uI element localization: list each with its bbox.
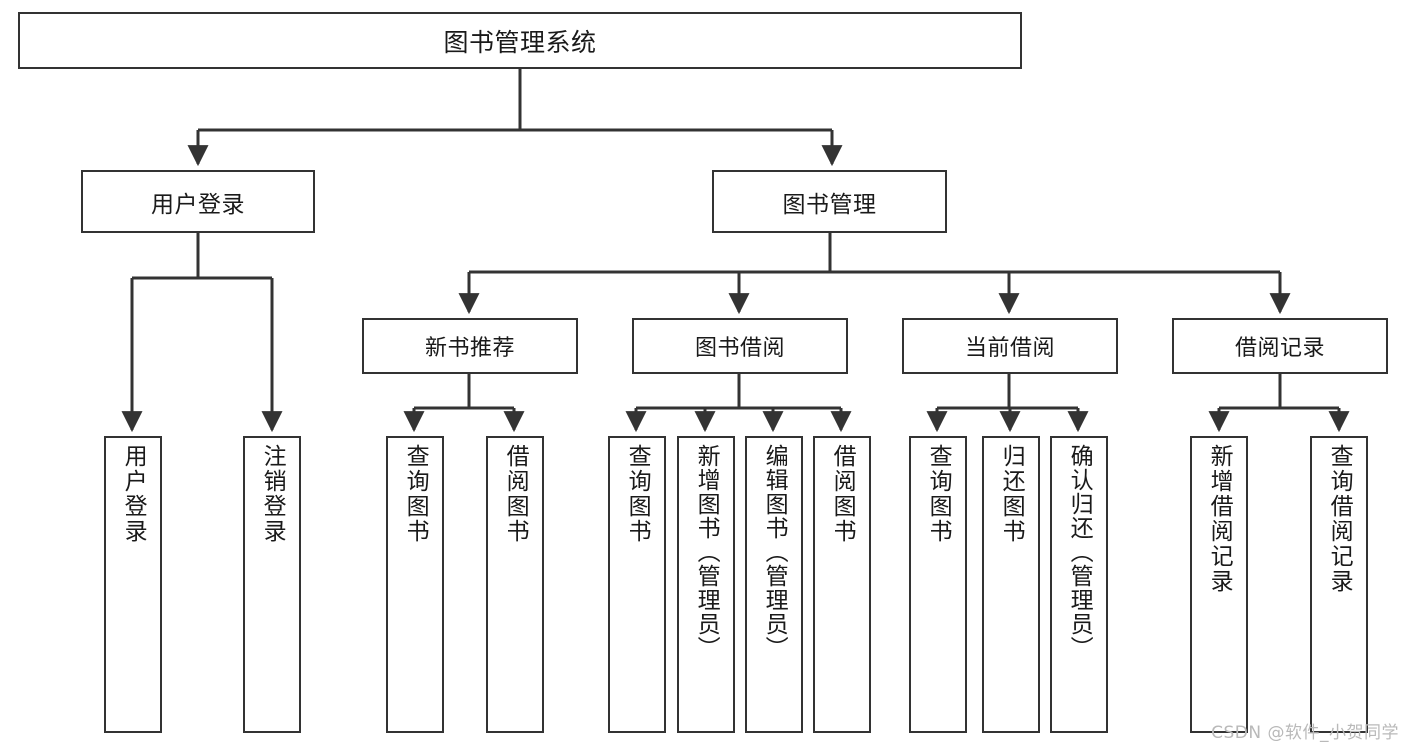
node-leaf-logout-label: 注销登录 bbox=[259, 444, 286, 544]
node-book-manage-label: 图书管理 bbox=[782, 191, 877, 218]
node-leaf-add-book[interactable]: 新增图书（管理员） bbox=[677, 436, 735, 733]
node-leaf-logout[interactable]: 注销登录 bbox=[243, 436, 301, 733]
node-leaf-confirm-return-label: 确认归还（管理员） bbox=[1066, 444, 1093, 660]
node-leaf-add-record[interactable]: 新增借阅记录 bbox=[1190, 436, 1248, 733]
node-leaf-confirm-return[interactable]: 确认归还（管理员） bbox=[1050, 436, 1108, 733]
node-user-login[interactable]: 用户登录 bbox=[81, 170, 315, 233]
node-leaf-borrow-book-1[interactable]: 借阅图书 bbox=[486, 436, 544, 733]
node-leaf-query-book-2-label: 查询图书 bbox=[624, 444, 651, 544]
watermark: CSDN @软件_小贺同学 bbox=[1211, 723, 1399, 743]
node-leaf-add-book-label: 新增图书（管理员） bbox=[693, 444, 720, 660]
node-current-borrow[interactable]: 当前借阅 bbox=[902, 318, 1118, 374]
node-leaf-query-record[interactable]: 查询借阅记录 bbox=[1310, 436, 1368, 733]
node-root-label: 图书管理系统 bbox=[443, 27, 597, 57]
node-leaf-query-book-1-label: 查询图书 bbox=[402, 444, 429, 544]
node-leaf-edit-book-label: 编辑图书（管理员） bbox=[761, 444, 788, 660]
node-leaf-add-record-label: 新增借阅记录 bbox=[1206, 444, 1233, 594]
node-leaf-query-record-label: 查询借阅记录 bbox=[1326, 444, 1353, 594]
node-current-borrow-label: 当前借阅 bbox=[964, 336, 1055, 361]
node-leaf-query-book-2[interactable]: 查询图书 bbox=[608, 436, 666, 733]
node-leaf-borrow-book-2[interactable]: 借阅图书 bbox=[813, 436, 871, 733]
node-leaf-query-book-1[interactable]: 查询图书 bbox=[386, 436, 444, 733]
node-leaf-query-book-3-label: 查询图书 bbox=[925, 444, 952, 544]
node-borrow-record-label: 借阅记录 bbox=[1234, 336, 1325, 361]
node-book-borrow-label: 图书借阅 bbox=[694, 336, 785, 361]
node-leaf-edit-book[interactable]: 编辑图书（管理员） bbox=[745, 436, 803, 733]
node-book-manage[interactable]: 图书管理 bbox=[712, 170, 947, 233]
node-new-book-recommend[interactable]: 新书推荐 bbox=[362, 318, 578, 374]
node-user-login-label: 用户登录 bbox=[151, 191, 245, 218]
node-leaf-return-book[interactable]: 归还图书 bbox=[982, 436, 1040, 733]
node-leaf-borrow-book-1-label: 借阅图书 bbox=[502, 444, 529, 544]
node-borrow-record[interactable]: 借阅记录 bbox=[1172, 318, 1388, 374]
node-leaf-user-login-label: 用户登录 bbox=[120, 444, 147, 544]
node-new-book-recommend-label: 新书推荐 bbox=[424, 336, 515, 361]
node-leaf-query-book-3[interactable]: 查询图书 bbox=[909, 436, 967, 733]
node-leaf-return-book-label: 归还图书 bbox=[998, 444, 1025, 544]
node-leaf-borrow-book-2-label: 借阅图书 bbox=[829, 444, 856, 544]
node-root[interactable]: 图书管理系统 bbox=[18, 12, 1022, 69]
node-book-borrow[interactable]: 图书借阅 bbox=[632, 318, 848, 374]
node-leaf-user-login[interactable]: 用户登录 bbox=[104, 436, 162, 733]
